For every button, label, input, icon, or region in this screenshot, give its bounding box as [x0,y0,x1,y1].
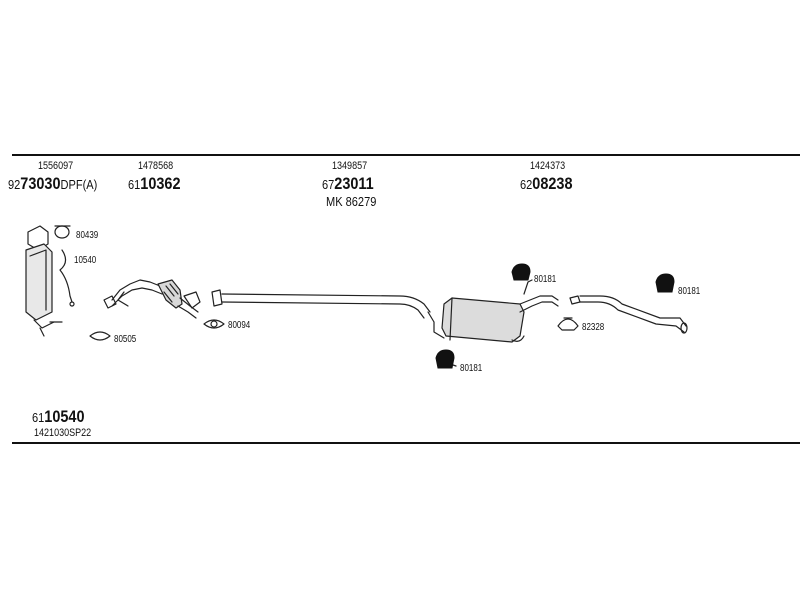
part-number-4: 6208238 [520,174,573,193]
footer-code: 1421030SP22 [34,427,92,439]
part-number-2: 6110362 [128,174,181,193]
ref-number-4: 1424373 [530,160,566,172]
intermediate-pipe [221,293,431,319]
sensor-wire [59,249,73,303]
footer-part-number: 6110540 [32,407,85,426]
clamp-80439 [54,225,70,239]
ref-number-1: 1556097 [38,160,74,172]
ref-number-2: 1478568 [138,160,174,172]
callout-80505: 80505 [114,334,137,345]
dpf-unit [25,225,63,337]
rear-muffler [427,295,559,343]
top-rule [12,154,800,156]
rubber-hanger-right [655,273,675,293]
callout-80094: 80094 [228,320,251,331]
part-number-1: 9273030DPF(A) [8,174,98,193]
callout-82328: 82328 [582,322,605,333]
mounting-kit-number: MK 86279 [326,194,377,209]
front-pipe [103,279,201,319]
rubber-hanger-bottom [435,349,455,369]
rubber-hanger-center [511,263,531,281]
tail-pipe [569,295,688,334]
callout-10540: 10540 [74,255,97,266]
bottom-rule [12,442,800,444]
part-number-3: 6723011 [322,174,374,193]
gasket-80505 [89,331,111,341]
callout-80439: 80439 [76,230,99,241]
clamp-82328 [557,317,579,331]
callout-80181-right: 80181 [678,286,701,297]
callout-80181-bottom: 80181 [460,363,483,374]
callout-80181-center: 80181 [534,274,557,285]
ref-number-3: 1349857 [332,160,368,172]
gasket-80094 [203,319,225,329]
